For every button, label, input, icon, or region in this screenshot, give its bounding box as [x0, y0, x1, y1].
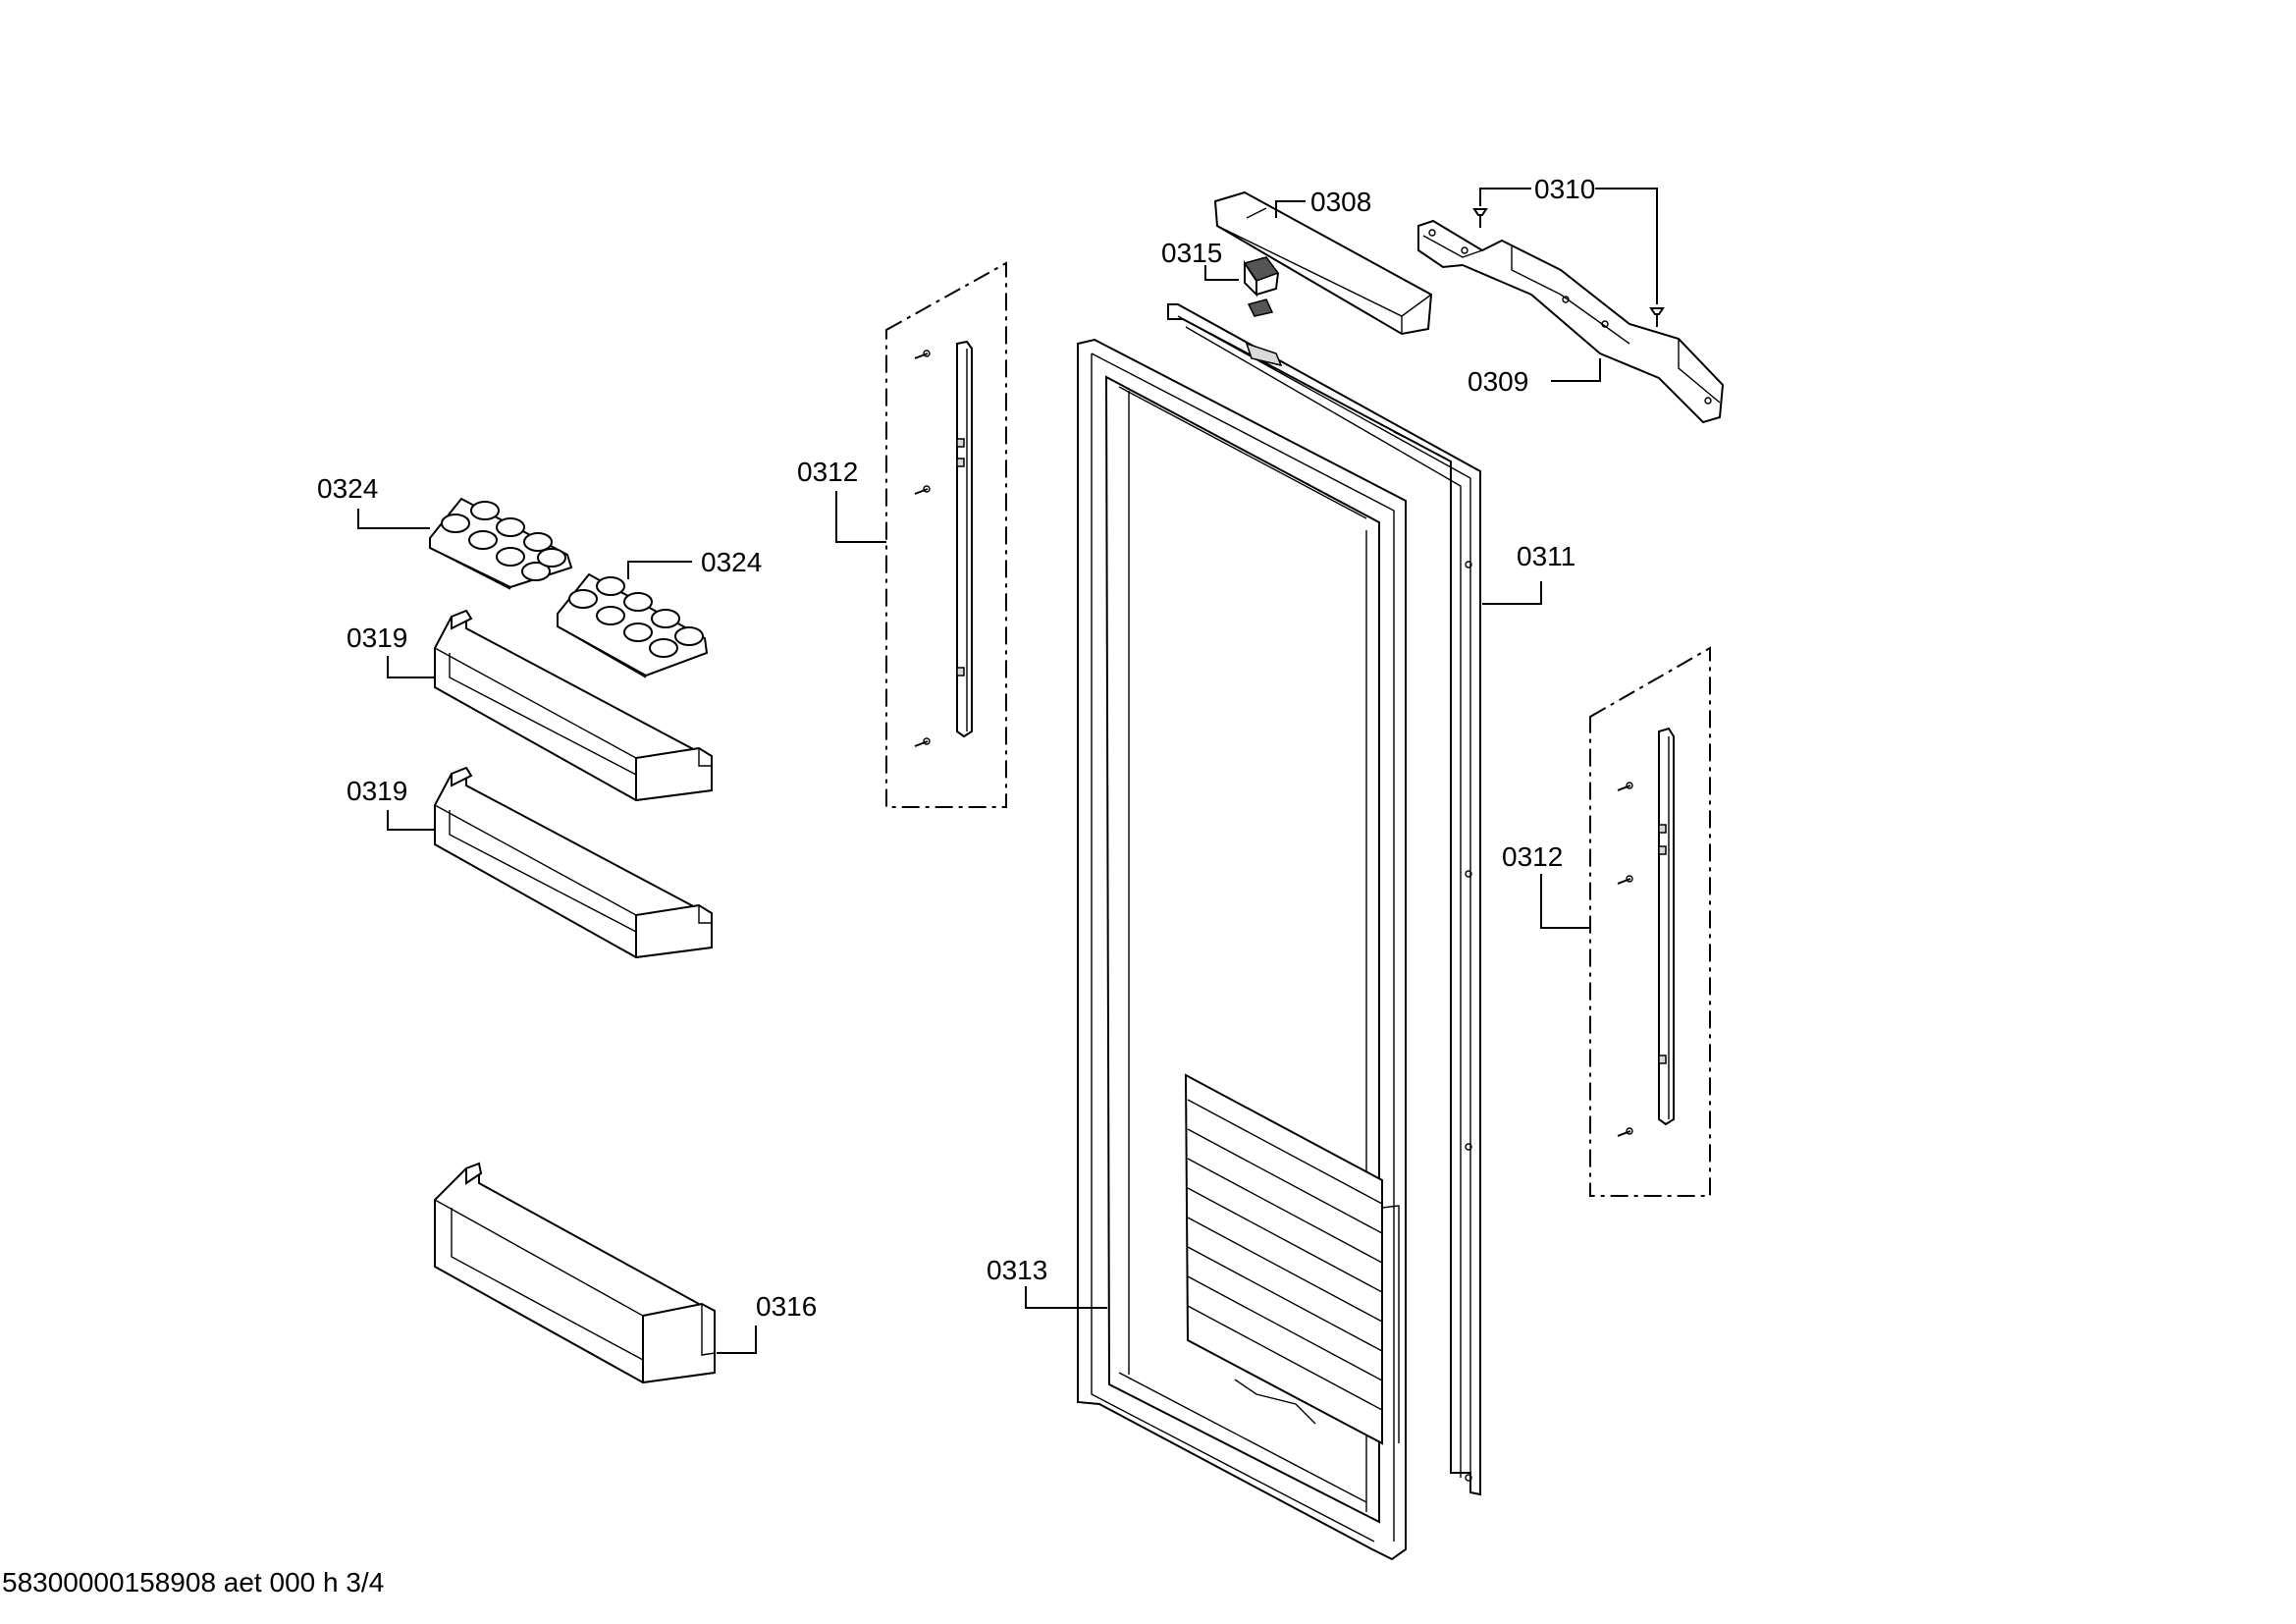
screw-icon — [1617, 875, 1633, 885]
label-0324-top: 0324 — [317, 473, 378, 504]
screw-icon — [914, 737, 931, 747]
part-0312-rail-right — [1589, 646, 1711, 1197]
label-0313: 0313 — [987, 1255, 1047, 1285]
leader-0315 — [1204, 265, 1239, 281]
drawing-reference-footer: 58300000158908 aet 000 h 3/4 — [2, 1567, 385, 1597]
leader-0319-top — [387, 656, 435, 678]
leader-0309 — [1551, 358, 1601, 382]
label-0315: 0315 — [1161, 238, 1222, 268]
label-0312-left: 0312 — [797, 457, 858, 487]
leader-0319-bottom — [387, 810, 435, 831]
part-0315-clip — [1243, 256, 1280, 317]
screw-icon — [914, 350, 931, 359]
part-0324-egg-tray-top — [429, 497, 573, 590]
leader-0324-top — [357, 509, 430, 529]
label-0316: 0316 — [756, 1291, 817, 1322]
part-0316-bottom-shelf — [434, 1162, 716, 1384]
leader-0308 — [1275, 200, 1306, 218]
part-0310-screws — [1472, 208, 1665, 327]
part-0312-rail-left — [885, 261, 1007, 808]
screw-icon — [1617, 782, 1633, 791]
label-0319-top: 0319 — [347, 623, 407, 653]
leader-0313 — [1025, 1286, 1107, 1309]
screw-icon — [1617, 1127, 1633, 1137]
vent-slats — [1187, 1099, 1383, 1411]
leader-0312-right — [1540, 874, 1590, 929]
leader-0324-mid — [627, 561, 692, 579]
label-0310: 0310 — [1534, 174, 1595, 204]
screw-icon — [914, 485, 931, 495]
part-0319-shelf-top — [434, 609, 713, 802]
part-0313-door-gasket — [1077, 338, 1407, 1561]
leader-0310 — [1479, 188, 1658, 304]
label-0324-mid: 0324 — [701, 547, 762, 577]
part-0319-shelf-bottom — [434, 766, 713, 959]
label-0309: 0309 — [1468, 366, 1528, 397]
leader-0316 — [717, 1326, 757, 1354]
part-0311-door-panel — [1167, 303, 1481, 1496]
part-0309-hinge-bracket — [1417, 219, 1725, 424]
part-0308-top-cover — [1213, 190, 1433, 336]
part-0324-egg-tray-mid — [557, 572, 709, 678]
label-0312-right: 0312 — [1502, 841, 1563, 872]
leader-0312-left — [835, 491, 886, 543]
label-0319-bottom: 0319 — [347, 776, 407, 806]
label-0311: 0311 — [1517, 541, 1575, 571]
label-0308: 0308 — [1310, 187, 1371, 217]
leader-0311 — [1482, 581, 1542, 605]
